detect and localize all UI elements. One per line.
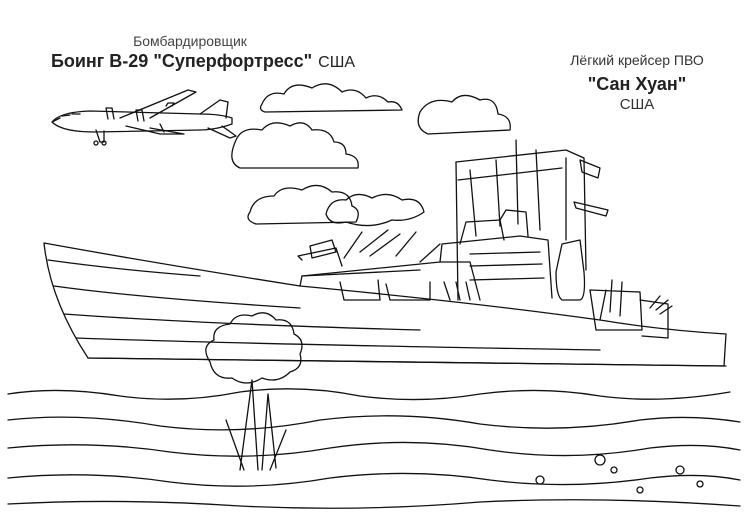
plane-type-label: Бомбардировщик <box>133 33 247 49</box>
plane-country: США <box>318 54 356 71</box>
sea-drawing <box>7 312 741 509</box>
plane-name-title: Боинг В-29 "Суперфортресс" США <box>38 51 368 72</box>
ship-name-title: "Сан Хуан" <box>587 74 687 94</box>
cruiser-drawing <box>43 139 727 367</box>
ship-country: США <box>619 96 655 113</box>
plane-name: Боинг В-29 "Суперфортресс" <box>50 51 313 71</box>
b29-bomber-drawing <box>51 89 237 146</box>
cloud-drawing <box>231 83 511 225</box>
ship-type-label: Лёгкий крейсер ПВО <box>570 52 704 68</box>
